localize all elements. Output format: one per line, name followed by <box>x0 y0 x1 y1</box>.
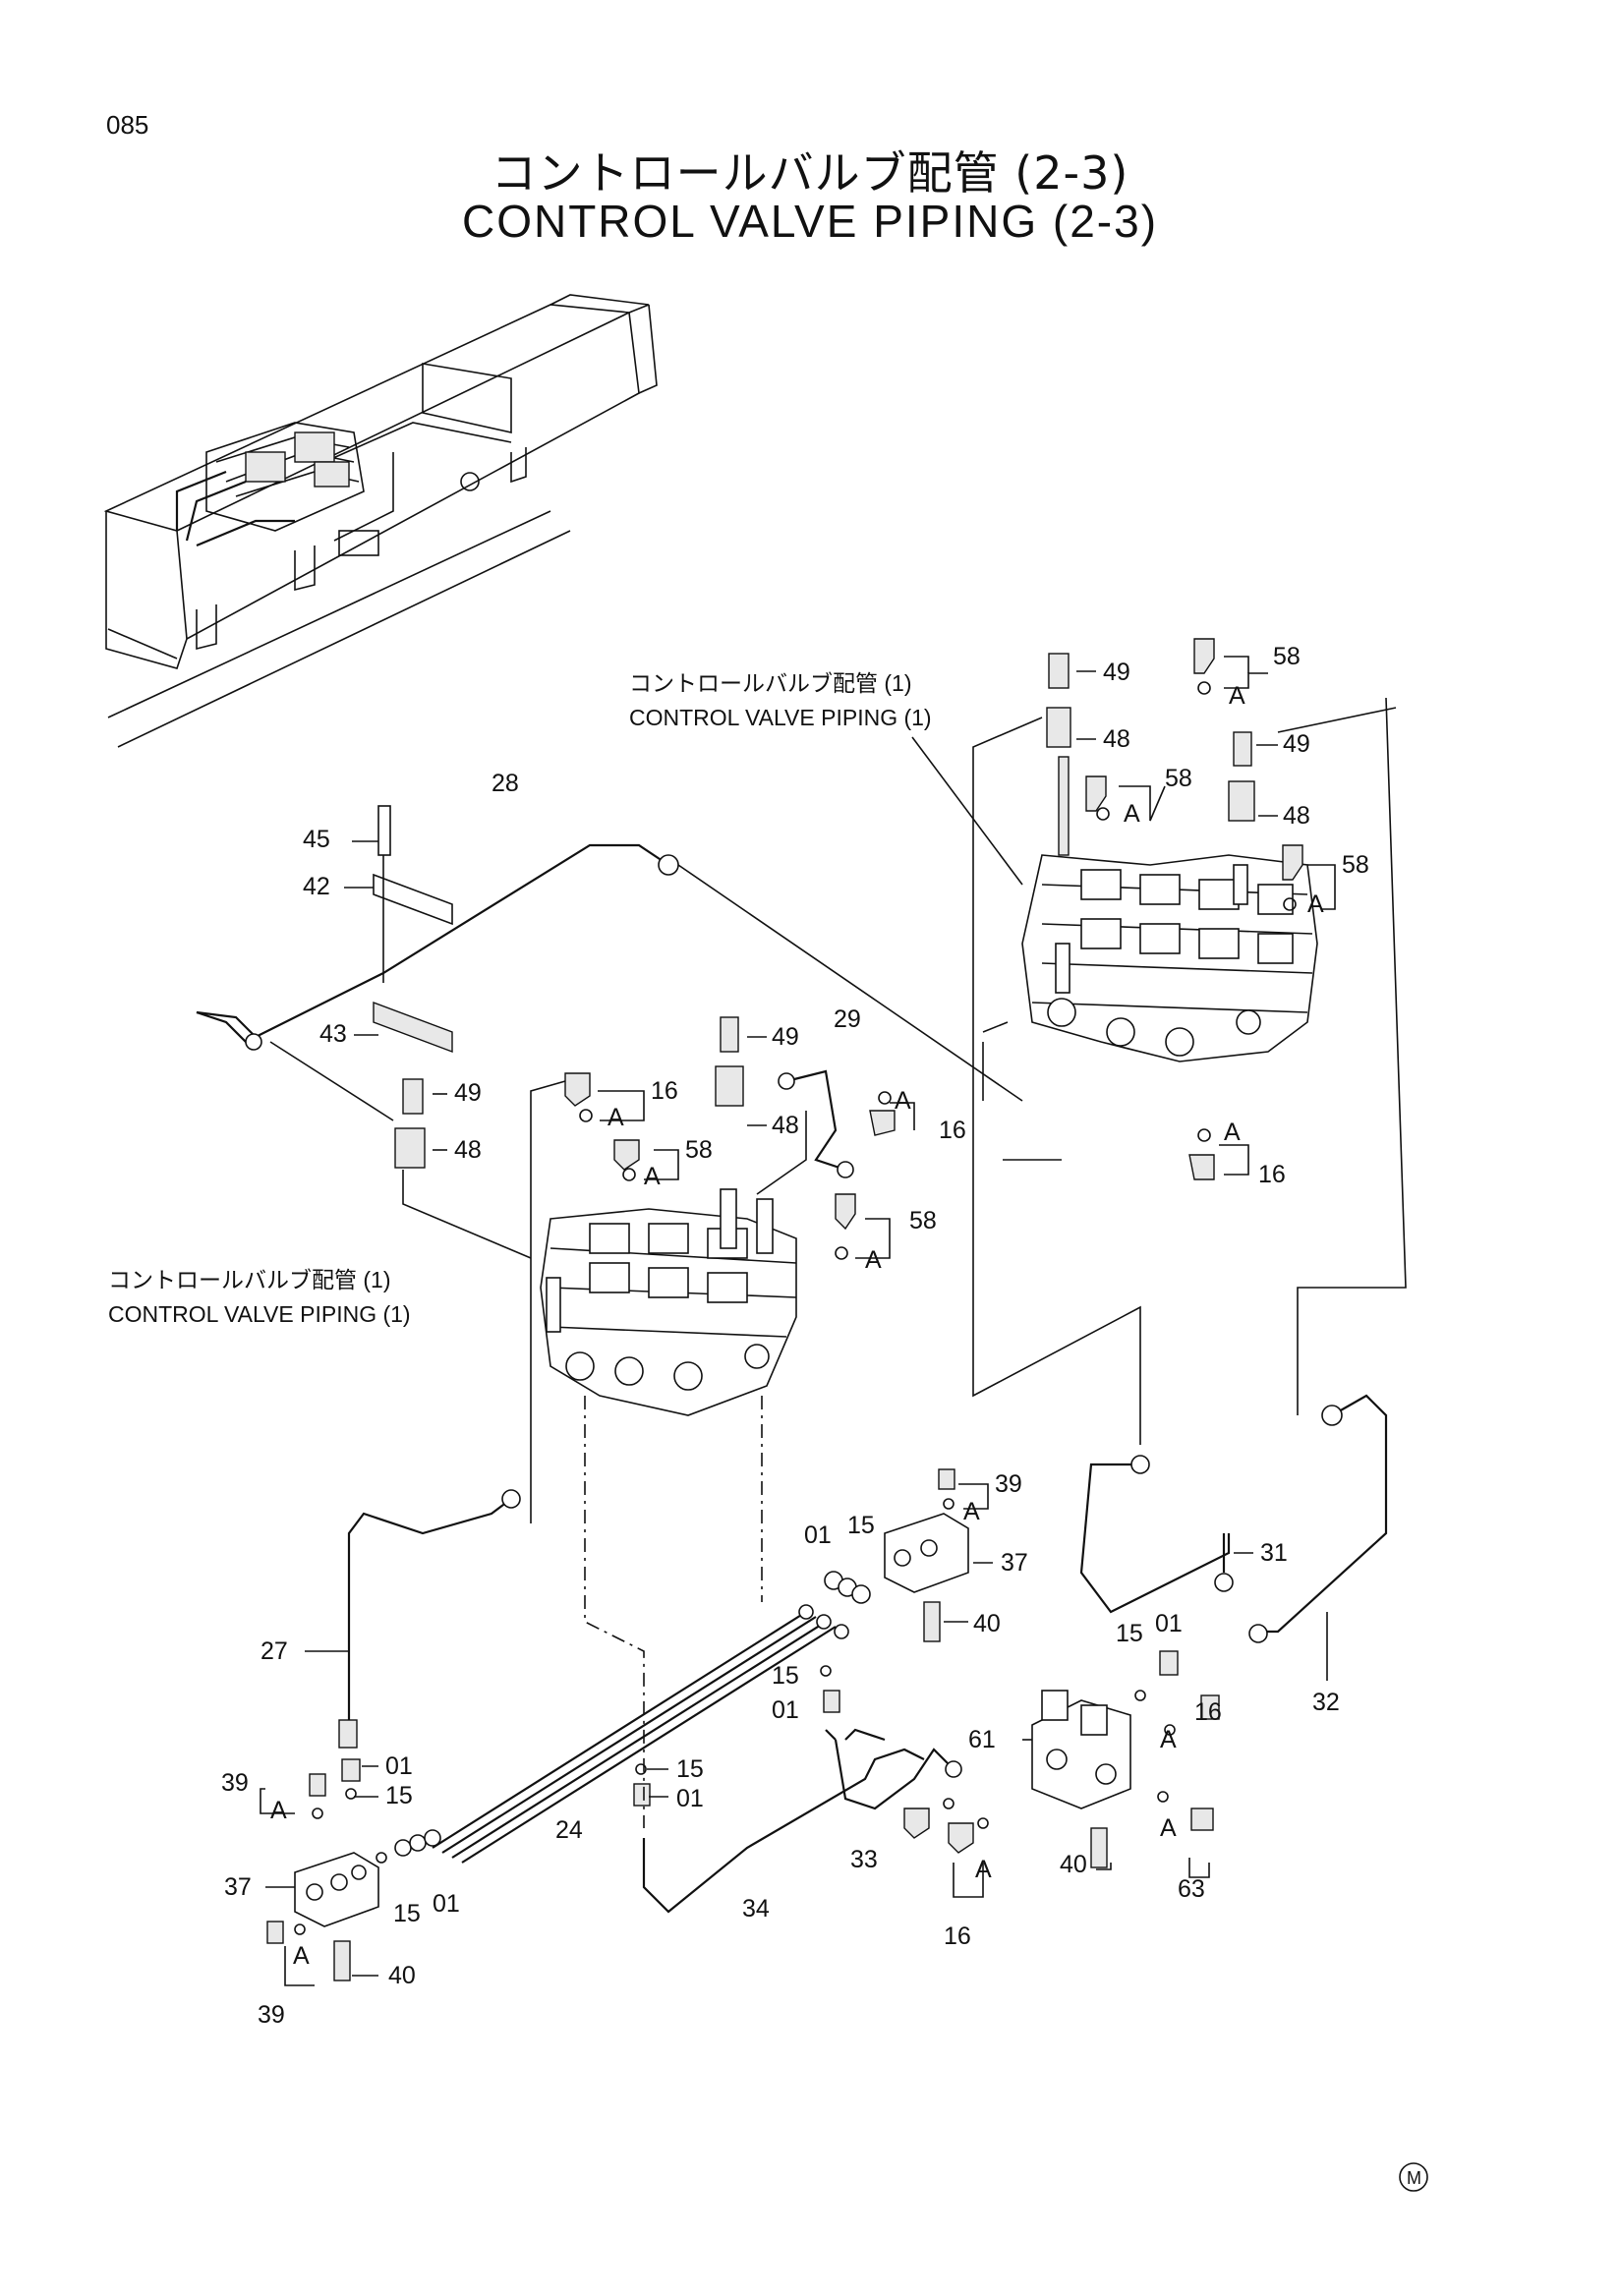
label-a: A <box>975 1856 992 1883</box>
label-16: 16 <box>651 1077 678 1105</box>
label-34: 34 <box>742 1895 770 1923</box>
label-48: 48 <box>1283 802 1310 830</box>
label-45: 45 <box>303 826 330 853</box>
label-a: A <box>644 1163 661 1190</box>
label-49: 49 <box>454 1079 482 1107</box>
pipe-31 <box>1079 1455 1234 1614</box>
label-a: A <box>895 1087 911 1115</box>
label-61: 61 <box>968 1726 996 1753</box>
label-58: 58 <box>1342 851 1369 879</box>
block-61 <box>633 1650 1220 1868</box>
label-39: 39 <box>221 1769 249 1797</box>
connection-lines <box>269 697 1407 1828</box>
label-37: 37 <box>224 1873 252 1901</box>
label-58: 58 <box>1273 643 1301 670</box>
label-a: A <box>865 1246 882 1274</box>
label-58: 58 <box>1165 765 1192 792</box>
pipe-34 <box>642 1728 925 1914</box>
label-a: A <box>293 1942 310 1970</box>
label-a: A <box>1229 682 1245 710</box>
label-28: 28 <box>492 770 519 797</box>
label-32: 32 <box>1312 1689 1340 1716</box>
label-40: 40 <box>973 1610 1001 1637</box>
note-english: CONTROL VALVE PIPING (1) <box>108 1301 411 1327</box>
label-40: 40 <box>388 1962 416 1989</box>
label-01: 01 <box>1155 1610 1183 1637</box>
label-33: 33 <box>850 1846 878 1873</box>
label-15: 15 <box>847 1512 875 1539</box>
label-39: 39 <box>258 2001 285 2029</box>
note-japanese: コントロールバルブ配管 (1) <box>629 670 912 696</box>
label-48: 48 <box>772 1112 799 1139</box>
label-a: A <box>1224 1119 1241 1146</box>
block-37-left <box>266 1758 441 1981</box>
circled-m-mark: M <box>1399 2162 1428 2192</box>
control-valve-upper <box>1021 854 1318 1062</box>
label-a: A <box>1160 1814 1177 1842</box>
pipe-29 <box>778 1069 854 1178</box>
fittings-center <box>394 1016 896 1260</box>
label-49: 49 <box>772 1023 799 1051</box>
leader-lines <box>260 656 1336 1986</box>
label-a: A <box>270 1797 287 1824</box>
pipe-28-assembly <box>196 805 679 1054</box>
label-16: 16 <box>944 1923 971 1950</box>
pipe-27 <box>338 1489 521 1749</box>
label-63: 63 <box>1178 1875 1205 1903</box>
label-a: A <box>1160 1726 1177 1753</box>
note-japanese: コントロールバルブ配管 (1) <box>108 1267 391 1292</box>
callout-labels: 49 48 58 A 58 A 49 48 58 A A 16 コントロールバル… <box>108 643 1369 2029</box>
label-39: 39 <box>995 1470 1022 1498</box>
label-a: A <box>1124 800 1140 828</box>
label-27: 27 <box>260 1637 288 1665</box>
label-37: 37 <box>1001 1549 1028 1577</box>
label-49: 49 <box>1103 659 1130 686</box>
label-15: 15 <box>393 1900 421 1927</box>
mark-text: M <box>1407 2168 1421 2188</box>
machine-frame-inset <box>103 294 658 748</box>
page-title-japanese: コントロールバルブ配管 (2-3) <box>491 146 1129 200</box>
pipe-32 <box>1248 1394 1388 1643</box>
pipe-33 <box>825 1729 962 1810</box>
page-number: 085 <box>106 110 149 140</box>
label-01: 01 <box>676 1785 704 1812</box>
control-valve-center <box>540 1188 797 1416</box>
label-24: 24 <box>555 1816 583 1844</box>
label-01: 01 <box>433 1890 460 1918</box>
label-01: 01 <box>772 1696 799 1724</box>
label-01: 01 <box>385 1752 413 1780</box>
label-48: 48 <box>1103 725 1130 753</box>
block-37-right <box>824 1468 969 1642</box>
label-01: 01 <box>804 1521 832 1549</box>
label-58: 58 <box>685 1136 713 1164</box>
label-16: 16 <box>1258 1161 1286 1188</box>
label-42: 42 <box>303 873 330 900</box>
label-16: 16 <box>1194 1698 1222 1726</box>
label-16: 16 <box>939 1117 966 1144</box>
label-31: 31 <box>1260 1539 1288 1567</box>
label-15: 15 <box>385 1782 413 1809</box>
label-43: 43 <box>319 1020 347 1048</box>
label-29: 29 <box>834 1005 861 1033</box>
label-40: 40 <box>1060 1851 1087 1878</box>
label-a: A <box>608 1104 624 1131</box>
fittings-upper-right <box>1046 638 1303 1180</box>
label-58: 58 <box>909 1207 937 1234</box>
label-48: 48 <box>454 1136 482 1164</box>
pipe-bundle-24 <box>432 1604 849 1864</box>
label-15: 15 <box>676 1755 704 1783</box>
page-title-english: CONTROL VALVE PIPING (2-3) <box>461 196 1159 247</box>
label-a: A <box>1307 890 1324 918</box>
label-15: 15 <box>772 1662 799 1690</box>
note-english: CONTROL VALVE PIPING (1) <box>629 705 932 730</box>
label-15: 15 <box>1116 1620 1143 1647</box>
label-49: 49 <box>1283 730 1310 758</box>
label-a: A <box>963 1498 980 1525</box>
